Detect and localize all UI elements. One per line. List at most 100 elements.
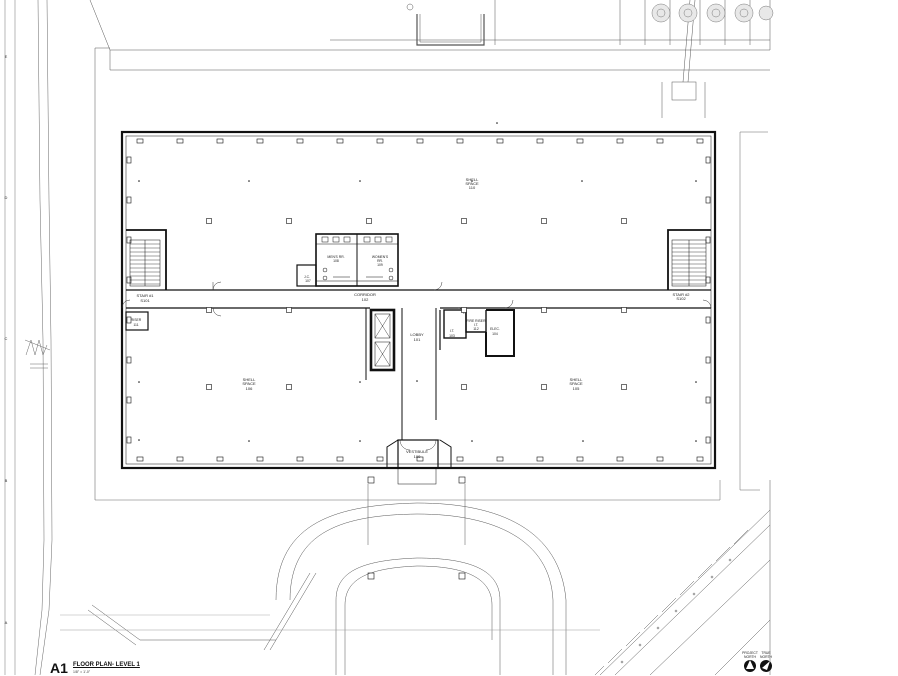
room-janitor-number: 107 bbox=[305, 279, 311, 283]
grid-dot bbox=[471, 440, 473, 442]
pilaster bbox=[296, 138, 304, 144]
column bbox=[206, 307, 212, 313]
parking-stall-line bbox=[661, 597, 677, 613]
pilaster bbox=[705, 156, 711, 164]
parking-stall-mark bbox=[656, 626, 660, 630]
project-north-label-2: NORTH bbox=[744, 655, 756, 659]
project-north-label: PROJECT NORTH bbox=[738, 651, 762, 659]
room-stair2-name: STAIR #2 bbox=[672, 292, 690, 297]
room-fire-name2: I.T. bbox=[474, 323, 479, 327]
grid-marker-b: B bbox=[5, 478, 8, 483]
grid-dot bbox=[471, 180, 473, 182]
grid-marker-c: C bbox=[5, 336, 8, 341]
grid-dot bbox=[695, 440, 697, 442]
room-shell-right-number: 105 bbox=[573, 386, 580, 391]
pilaster bbox=[136, 456, 144, 462]
pilaster bbox=[126, 316, 132, 324]
pilaster bbox=[376, 456, 384, 462]
pilaster bbox=[576, 456, 584, 462]
restroom-core bbox=[296, 233, 399, 287]
room-it-number: 103 bbox=[449, 334, 455, 338]
room-vestibule-name: VESTIBULE bbox=[406, 449, 428, 454]
column bbox=[461, 307, 467, 313]
room-womens-name2: RR. bbox=[377, 259, 383, 263]
pilaster bbox=[126, 356, 132, 364]
room-shell-right-name2: SPACE bbox=[569, 381, 583, 386]
pilaster bbox=[176, 456, 184, 462]
true-north-label: TRUE NORTH bbox=[754, 651, 778, 659]
pilaster bbox=[296, 456, 304, 462]
pilaster bbox=[656, 456, 664, 462]
parking-stall-mark bbox=[638, 643, 642, 647]
pilaster bbox=[126, 396, 132, 404]
sheet-title: FLOOR PLAN- LEVEL 1 bbox=[73, 662, 140, 668]
pilaster bbox=[176, 138, 184, 144]
room-lobby-name: LOBBY bbox=[410, 332, 424, 337]
pilaster bbox=[536, 138, 544, 144]
parking-stall-line bbox=[594, 665, 605, 675]
pilaster bbox=[696, 456, 704, 462]
diagonal-parking bbox=[594, 480, 771, 675]
parking-stall-line bbox=[697, 563, 713, 579]
room-labels: SHELL SPACE 110 SHELL SPACE 106 SHELL SP… bbox=[131, 177, 690, 459]
pilaster bbox=[496, 456, 504, 462]
room-mens-name: MEN'S RR. bbox=[327, 255, 344, 259]
room-elec-name: ELEC. bbox=[490, 327, 500, 331]
grid-dot bbox=[496, 122, 498, 124]
riser-room bbox=[125, 311, 149, 331]
sheet-border bbox=[4, 0, 16, 675]
pilaster bbox=[456, 138, 464, 144]
pilaster bbox=[416, 456, 424, 462]
pilaster bbox=[705, 276, 711, 284]
grid-marker-e: E bbox=[5, 54, 8, 59]
column bbox=[206, 218, 212, 224]
pilaster bbox=[336, 456, 344, 462]
room-fire-number: 112 bbox=[473, 327, 479, 331]
room-corridor-number: 102 bbox=[362, 297, 369, 302]
grid-dot bbox=[359, 440, 361, 442]
parking-stall-line bbox=[715, 546, 731, 562]
column bbox=[286, 307, 292, 313]
exterior-columns bbox=[367, 476, 466, 580]
project-north-label-1: PROJECT bbox=[742, 651, 758, 655]
pilaster bbox=[216, 456, 224, 462]
parking-stall-line bbox=[679, 580, 695, 596]
grid-dot bbox=[582, 440, 584, 442]
parking-stall-line bbox=[643, 614, 659, 630]
column bbox=[286, 384, 292, 390]
room-shell-top-number: 110 bbox=[469, 185, 476, 190]
entry-drive bbox=[60, 484, 600, 675]
top-site-elements bbox=[89, 0, 771, 500]
column bbox=[541, 218, 547, 224]
room-elec-number: 104 bbox=[492, 332, 498, 336]
room-shell-top-name1: SHELL bbox=[466, 177, 479, 182]
room-riser-number: 111 bbox=[133, 323, 138, 327]
column bbox=[621, 307, 627, 313]
grid-dot bbox=[416, 380, 418, 382]
pilaster bbox=[496, 138, 504, 144]
pilaster bbox=[616, 456, 624, 462]
column bbox=[286, 218, 292, 224]
structural-columns bbox=[206, 218, 627, 390]
column bbox=[541, 307, 547, 313]
pilaster bbox=[705, 196, 711, 204]
room-shell-top-name2: SPACE bbox=[465, 181, 479, 186]
pilaster bbox=[126, 196, 132, 204]
pilaster bbox=[705, 236, 711, 244]
room-shell-left-number: 106 bbox=[246, 386, 253, 391]
room-womens-number: 109 bbox=[377, 263, 383, 267]
parking-stall-line bbox=[625, 631, 641, 647]
column bbox=[621, 218, 627, 224]
building-outline bbox=[120, 130, 717, 470]
parking-stall-line bbox=[733, 529, 749, 545]
grid-dot bbox=[248, 180, 250, 182]
room-stair1-number: S101 bbox=[140, 298, 150, 303]
pilaster bbox=[705, 436, 711, 444]
parking-stall-mark bbox=[728, 558, 732, 562]
corridor-walls bbox=[126, 289, 711, 309]
room-vestibule-number: 100 bbox=[414, 454, 421, 459]
pilaster bbox=[456, 456, 464, 462]
trees bbox=[651, 3, 774, 23]
pilaster bbox=[576, 138, 584, 144]
